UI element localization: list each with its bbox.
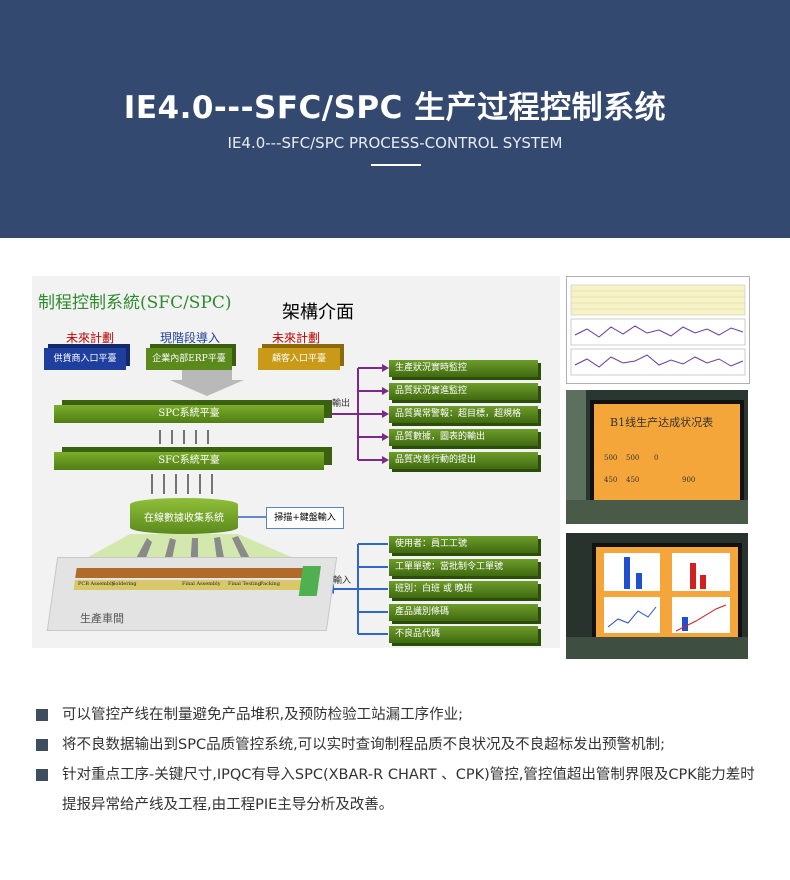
- photo-floor: [566, 637, 748, 659]
- input-item-barcode: 產品識別條碼: [389, 604, 538, 621]
- feature-list: 可以管控产线在制量避免产品堆积,及预防检验工站漏工序作业; 将不良数据输出到SP…: [32, 700, 762, 820]
- bullet-square-icon: [36, 769, 48, 781]
- floor-station: [298, 566, 321, 596]
- page-subtitle: IE4.0---SFC/SPC PROCESS-CONTROL SYSTEM: [227, 134, 563, 152]
- input-item-defect-code: 不良品代碼: [389, 626, 538, 643]
- diagram-title: 制程控制系統(SFC/SPC): [38, 293, 232, 313]
- input-connector: [332, 543, 388, 635]
- merge-arrow: [170, 370, 244, 396]
- sfc-platform: SFC系統平臺: [54, 452, 324, 470]
- bullet-square-icon: [36, 739, 48, 751]
- screen-row2-c: 900: [682, 476, 696, 484]
- photo-workers: [566, 500, 748, 524]
- input-label: 輸入: [333, 576, 352, 586]
- plan-label-supplier: 未來計劃: [66, 331, 115, 345]
- output-item-alert: 品質異常警報：超目標，超規格: [389, 406, 538, 423]
- screen-title: B1线生产达成状况表: [610, 416, 714, 429]
- header-banner: IE4.0---SFC/SPC 生产过程控制系统 IE4.0---SFC/SPC…: [0, 0, 790, 238]
- floor-label-final-testing: Final Testing: [228, 581, 261, 587]
- list-item-text: 针对重点工序-关键尺寸,IPQC有导入SPC(XBAR-R CHART 、CPK…: [62, 767, 755, 813]
- input-item-employee: 使用者：員工工號: [389, 536, 538, 553]
- list-item: 将不良数据输出到SPC品质管控系统,可以实时查询制程品质不良状况及不良超标发出预…: [32, 730, 762, 760]
- data-collection-system: 在線數據收集系統: [130, 498, 238, 534]
- floor-label-soldering: Soldering: [112, 581, 137, 587]
- plan-label-current: 現階段導入: [160, 331, 221, 345]
- screen-row1-c: 0: [654, 454, 659, 462]
- production-status-screen-photo: B1线生产达成状况表 500 500 0 450 450 900: [566, 390, 748, 524]
- title-underline: [371, 164, 421, 166]
- screen-row2-b: 450: [626, 476, 640, 484]
- page-title: IE4.0---SFC/SPC 生产过程控制系统: [123, 90, 667, 126]
- list-item: 针对重点工序-关键尺寸,IPQC有导入SPC(XBAR-R CHART 、CPK…: [32, 760, 762, 820]
- input-item-shift: 班別：白班 或 晚班: [389, 581, 538, 598]
- charts-graphic: [604, 553, 730, 633]
- monitor-screen: B1线生产达成状况表 500 500 0 450 450 900: [590, 400, 744, 506]
- output-item-quality-monitor: 品質狀況實進監控: [389, 383, 538, 400]
- output-item-improvement: 品質改善行動的提出: [389, 452, 538, 469]
- quality-charts-screen-photo: [566, 533, 748, 659]
- output-connector: [324, 367, 386, 461]
- floor-label-pcb: PCB Assembly: [78, 581, 115, 587]
- bullet-square-icon: [36, 709, 48, 721]
- list-item-text: 将不良数据输出到SPC品质管控系统,可以实时查询制程品质不良状况及不良超标发出预…: [62, 737, 666, 753]
- output-item-charts: 品質數據，圖表的輸出: [389, 429, 538, 446]
- upload-arrows: [151, 430, 213, 494]
- architecture-diagram: 制程控制系統(SFC/SPC) 架構介面 未來計劃 現階段導入 未來計劃 供貨商…: [32, 276, 560, 648]
- floor-label-packing: Packing: [260, 581, 280, 587]
- photo-background: [566, 390, 586, 524]
- screen-row1-b: 500: [626, 454, 640, 462]
- floor-conveyor: [75, 568, 307, 578]
- input-item-order: 工單單號：當批制令工單號: [389, 559, 538, 576]
- output-arrowheads: [382, 364, 389, 464]
- output-item-realtime: 生產狀況實時監控: [389, 360, 538, 377]
- spc-chart-screenshot: [566, 276, 750, 384]
- scan-keyboard-input: 掃描+鍵盤輸入: [266, 507, 344, 529]
- spc-platform: SPC系統平臺: [54, 405, 324, 423]
- spc-chart-graphic: [570, 284, 746, 376]
- charts-monitor: [592, 543, 742, 643]
- plan-label-customer: 未來計劃: [272, 331, 321, 345]
- workshop-label: 生產車間: [80, 612, 124, 625]
- screen-row2-a: 450: [604, 476, 618, 484]
- supplier-platform: 供貨商入口平臺: [44, 348, 126, 370]
- list-item: 可以管控产线在制量避免产品堆积,及预防检验工站漏工序作业;: [32, 700, 762, 730]
- list-item-text: 可以管控产线在制量避免产品堆积,及预防检验工站漏工序作业;: [62, 707, 463, 723]
- erp-platform: 企業內部ERP平臺: [146, 348, 232, 370]
- output-label: 輸出: [332, 399, 351, 409]
- diagram-subtitle: 架構介面: [282, 302, 354, 323]
- screen-row1-a: 500: [604, 454, 618, 462]
- floor-label-final-assembly: Final Assembly: [182, 581, 221, 587]
- customer-platform: 顧客入口平臺: [258, 348, 340, 370]
